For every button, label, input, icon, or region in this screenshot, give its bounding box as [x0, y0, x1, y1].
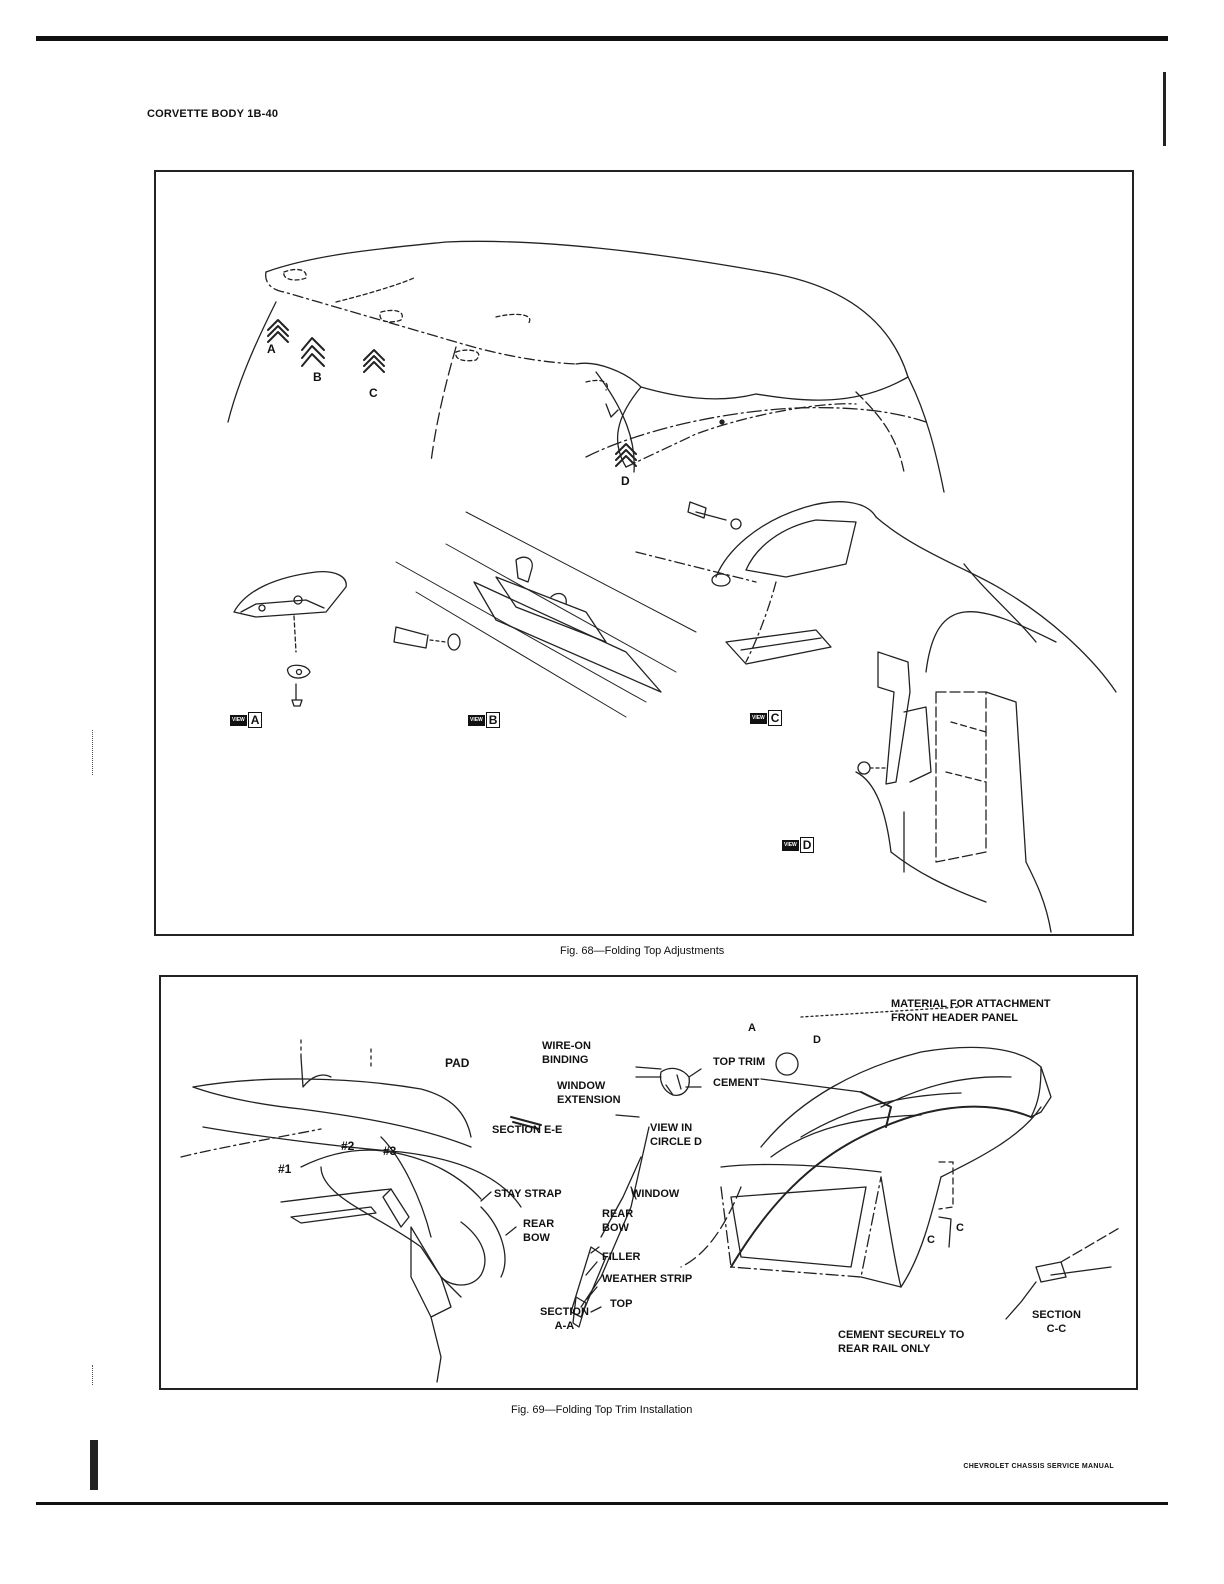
- bottom-rule: [36, 1502, 1168, 1505]
- right-margin-mark: [1163, 72, 1166, 146]
- figure-69-illustration: [180, 1006, 1122, 1383]
- label-stay-strap: STAY STRAP: [494, 1188, 562, 1200]
- label-bow-1: #1: [278, 1162, 292, 1176]
- view-word: VIEW: [750, 712, 767, 724]
- label-window: WINDOW: [631, 1188, 680, 1200]
- page-footer: CHEVROLET CHASSIS SERVICE MANUAL: [963, 1463, 1114, 1470]
- marker-c-left: C: [927, 1234, 935, 1246]
- arrow-label-b: B: [313, 370, 322, 384]
- marker-c-right: C: [956, 1222, 964, 1234]
- marker-d: D: [813, 1034, 821, 1046]
- view-letter: C: [767, 710, 783, 726]
- label-section-ee: SECTION E-E: [492, 1124, 563, 1136]
- margin-marks: [88, 730, 98, 775]
- arrow-label-c: C: [369, 386, 378, 400]
- label-bow-2: #2: [341, 1139, 355, 1153]
- view-letter: A: [247, 712, 263, 728]
- label-bow-3: #3: [383, 1144, 397, 1158]
- label-rear-bow: REAR BOW: [523, 1218, 555, 1244]
- view-d-tag: VIEW D: [782, 837, 815, 853]
- label-filler: FILLER: [602, 1251, 641, 1263]
- view-word: VIEW: [230, 714, 247, 726]
- margin-marks: [88, 1365, 98, 1385]
- label-window-extension: WINDOW EXTENSION: [557, 1080, 621, 1106]
- label-cement-securely: CEMENT SECURELY TO REAR RAIL ONLY: [838, 1329, 965, 1355]
- top-rule: [36, 36, 1168, 41]
- label-rear-bow-section: REAR BOW: [602, 1208, 634, 1234]
- view-letter: D: [799, 837, 815, 853]
- view-b-tag: VIEW B: [468, 712, 501, 728]
- label-top-trim: TOP TRIM: [713, 1056, 766, 1068]
- view-word: VIEW: [782, 839, 799, 851]
- figure-69-caption: Fig. 69—Folding Top Trim Installation: [511, 1404, 693, 1416]
- page-header: CORVETTE BODY 1B-40: [147, 108, 279, 120]
- figure-68-panel: A B C D VIEW A VIEW B VIEW C VIEW D: [154, 170, 1134, 936]
- figure-68-illustration: [227, 240, 1117, 933]
- label-section-cc: SECTION C-C: [1032, 1309, 1081, 1335]
- marker-a: A: [748, 1022, 756, 1034]
- view-letter: B: [485, 712, 501, 728]
- arrow-label-a: A: [267, 342, 276, 356]
- label-weather-strip: WEATHER STRIP: [602, 1273, 693, 1285]
- margin-blot: [88, 1440, 98, 1490]
- label-top: TOP: [610, 1298, 633, 1310]
- label-section-aa: SECTION A-A: [540, 1306, 589, 1332]
- label-wire-on-binding: WIRE-ON BINDING: [542, 1040, 591, 1066]
- view-c-tag: VIEW C: [750, 710, 783, 726]
- label-pad: PAD: [445, 1056, 470, 1070]
- figure-69-panel: PAD #1 #2 #3 SECTION E-E STAY STRAP REAR…: [159, 975, 1138, 1390]
- view-a-tag: VIEW A: [230, 712, 263, 728]
- label-material-attachment: MATERIAL FOR ATTACHMENT FRONT HEADER PAN…: [891, 998, 1051, 1024]
- view-word: VIEW: [468, 714, 485, 726]
- label-cement: CEMENT: [713, 1077, 760, 1089]
- arrow-label-d: D: [621, 474, 630, 488]
- figure-68-caption: Fig. 68—Folding Top Adjustments: [560, 945, 725, 957]
- label-view-in-circle-d: VIEW IN CIRCLE D: [650, 1122, 702, 1148]
